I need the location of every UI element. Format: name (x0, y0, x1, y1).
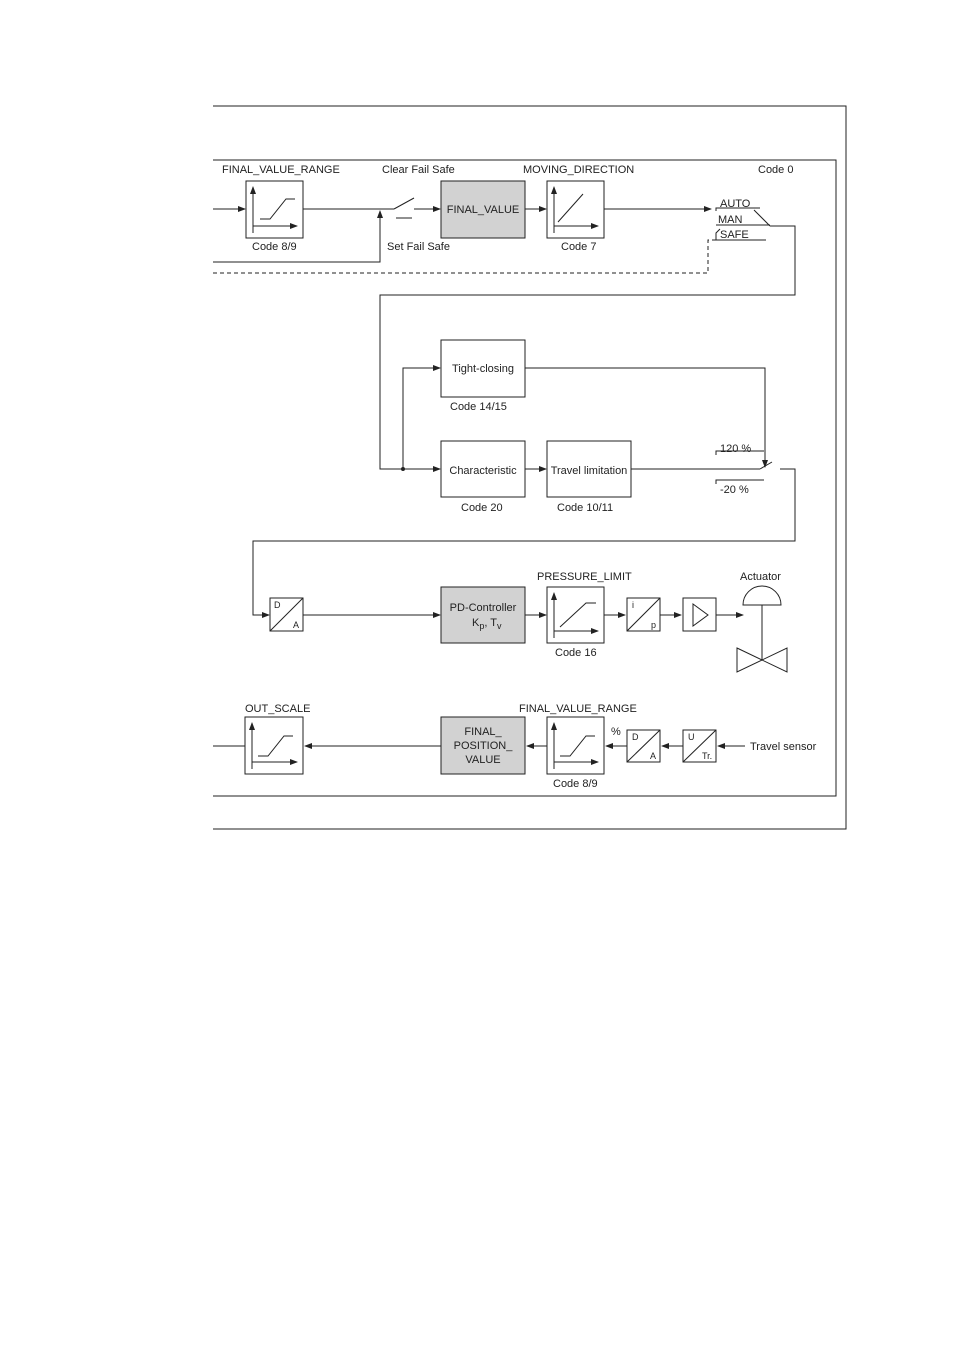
da-a-label: A (293, 620, 299, 630)
characteristic-block (440, 440, 526, 498)
code-7-label: Code 7 (561, 241, 596, 253)
final-value-block (440, 180, 526, 239)
wire-to-tight-closing (402, 365, 441, 469)
set-fail-safe-label: Set Fail Safe (387, 241, 450, 253)
auto-label: AUTO (720, 198, 751, 210)
final-value-range-label-2: FINAL_VALUE_RANGE (519, 703, 637, 715)
ut-converter-block (682, 729, 717, 763)
man-label: MAN (718, 214, 743, 226)
pd-controller-block (440, 586, 526, 644)
ip-p-label: p (651, 620, 656, 630)
lower-limit-label: -20 % (720, 484, 749, 496)
safe-dashed-wire (213, 239, 716, 274)
fpv-line1: FINAL_ (464, 726, 502, 738)
percent-label: % (611, 726, 621, 738)
pd-params-text: Kp, Tv (472, 617, 502, 631)
tight-closing-block (440, 339, 526, 398)
wire-limit-to-da (252, 468, 796, 618)
travel-limitation-block (546, 440, 632, 498)
travel-sensor-label: Travel sensor (750, 741, 817, 753)
out-scale-block (244, 716, 304, 775)
code-16-label: Code 16 (555, 647, 597, 659)
safe-label: SAFE (720, 229, 749, 241)
fpv-line3: VALUE (465, 754, 500, 766)
actuator-valve-icon (736, 585, 788, 673)
da-d-label: D (274, 600, 281, 610)
wire-mode-to-characteristic (379, 225, 796, 472)
pressure-limit-label: PRESSURE_LIMIT (537, 571, 632, 583)
final-value-range-block (245, 180, 304, 239)
final-position-value-block (440, 716, 526, 775)
upper-limit-label: 120 % (720, 443, 751, 455)
code-10-11-label: Code 10/11 (557, 502, 613, 514)
out-scale-label: OUT_SCALE (245, 703, 310, 715)
final-value-range-block-2 (546, 716, 605, 775)
final-value-range-label: FINAL_VALUE_RANGE (222, 164, 340, 176)
moving-direction-label: MOVING_DIRECTION (523, 164, 634, 176)
amplifier-block (682, 597, 717, 632)
ut-u-label: U (688, 732, 695, 742)
clear-fail-safe-label: Clear Fail Safe (382, 164, 455, 176)
code-20-label: Code 20 (461, 502, 503, 514)
pressure-limit-block (546, 586, 605, 644)
ut-tr-label: Tr. (702, 751, 712, 761)
code-0-label: Code 0 (758, 164, 793, 176)
ip-i-label: i (632, 600, 634, 610)
inner-frame (213, 159, 837, 797)
da-converter-block-2 (626, 729, 661, 763)
code-8-9-label: Code 8/9 (252, 241, 297, 253)
final-value-text: FINAL_VALUE (447, 204, 520, 216)
code-14-15-label: Code 14/15 (450, 401, 507, 413)
pd-controller-text: PD-Controller (450, 602, 517, 614)
mode-switch (715, 207, 771, 241)
tight-closing-text: Tight-closing (452, 363, 514, 375)
fail-safe-switch (393, 197, 441, 219)
da2-d-label: D (632, 732, 639, 742)
travel-limitation-text: Travel limitation (551, 465, 628, 477)
da-converter-block (269, 597, 304, 632)
fpv-line2: POSITION_ (454, 740, 514, 752)
da2-a-label: A (650, 751, 656, 761)
set-fail-safe-wire (213, 210, 383, 263)
characteristic-text: Characteristic (449, 465, 517, 477)
code-8-9-label-2: Code 8/9 (553, 778, 598, 790)
wire-tight-closing-to-limit (525, 367, 768, 468)
actuator-label: Actuator (740, 571, 781, 583)
limit-switch (715, 450, 773, 484)
outer-frame (213, 105, 847, 830)
moving-direction-block (546, 180, 605, 239)
